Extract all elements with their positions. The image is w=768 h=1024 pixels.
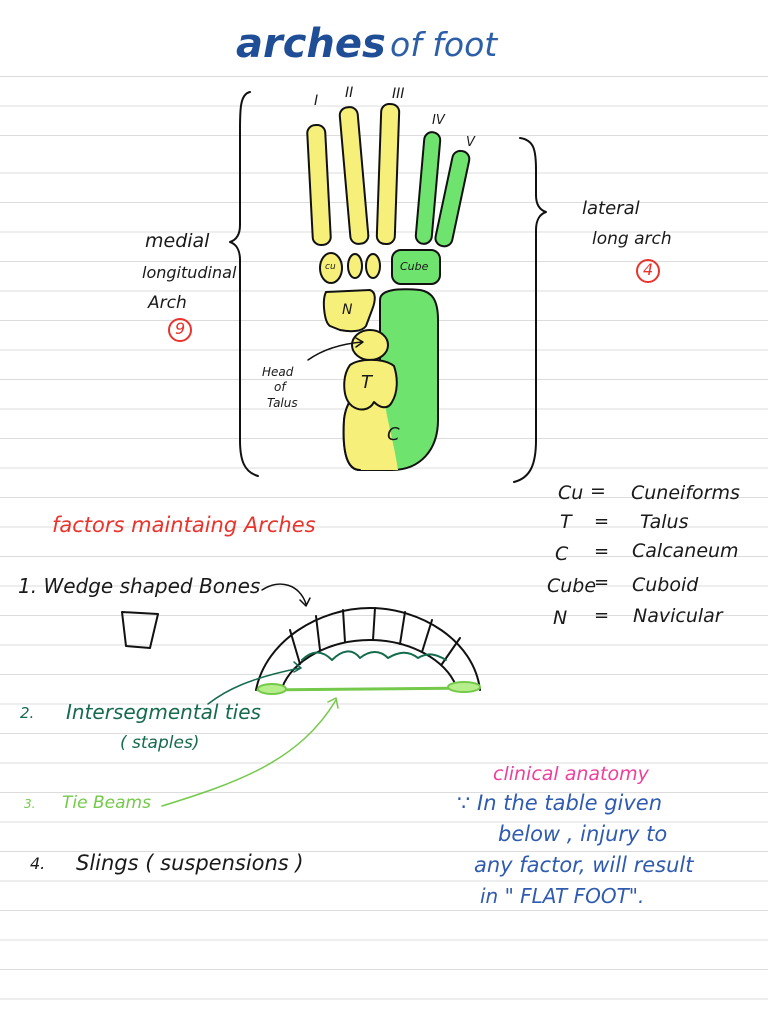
head-label-line1: Head	[262, 365, 294, 379]
factor-4-number: 4.	[30, 854, 46, 873]
navicular	[322, 289, 376, 333]
metatarsal-3	[375, 103, 401, 245]
factor-2: Intersegmental ties	[66, 700, 261, 724]
toe-label-2: II	[345, 85, 354, 101]
factor-2-sub: ( staples)	[120, 733, 200, 753]
foot-arch-outer	[255, 607, 481, 691]
legend-eq: =	[594, 541, 610, 562]
legend-full: Cuboid	[632, 574, 699, 596]
legend-abbr: Cu	[558, 482, 584, 504]
toe-label-1: I	[314, 93, 319, 109]
medial-count: 9	[175, 319, 186, 338]
legend-abbr: N	[553, 607, 568, 629]
bone-label-t: T	[361, 372, 372, 393]
medial-brace	[229, 91, 259, 477]
staples	[301, 650, 447, 661]
lateral-label-line2: long arch	[592, 229, 672, 249]
metatarsal-1	[306, 124, 332, 246]
bone-label-c: C	[387, 424, 400, 445]
toe-label-3: III	[392, 86, 405, 102]
tie-beam	[256, 686, 480, 692]
cuneiform-intermediate	[347, 253, 363, 279]
legend-abbr: C	[555, 543, 569, 565]
factors-heading: factors maintaing Arches	[52, 513, 316, 537]
clinical-line-2: below , injury to	[498, 822, 668, 846]
page-subtitle: of foot	[390, 25, 498, 64]
clinical-line-3: any factor, will result	[474, 853, 694, 877]
legend-eq: =	[590, 480, 606, 502]
factor-3: Tie Beams	[62, 793, 151, 813]
clinical-line-1: ∵ In the table given	[457, 791, 663, 815]
cuneiform-medial	[319, 252, 343, 284]
cuneiform-lateral	[365, 253, 381, 279]
bone-label-cu: cu	[325, 262, 336, 272]
lateral-label-line1: lateral	[582, 198, 640, 219]
clinical-line-4: in " FLAT FOOT".	[480, 884, 645, 908]
legend-abbr: T	[560, 511, 572, 533]
legend-full: Talus	[640, 511, 689, 533]
metatarsal-2	[338, 106, 370, 245]
legend-eq: =	[594, 605, 610, 626]
talus-head	[351, 329, 389, 361]
legend-full: Navicular	[633, 605, 723, 627]
head-label-line3: Talus	[267, 396, 298, 410]
factor-4: Slings ( suspensions )	[76, 851, 304, 875]
legend-eq: =	[594, 511, 610, 532]
metatarsal-4	[414, 131, 442, 245]
bone-label-n: N	[342, 302, 353, 318]
medial-label-line3: Arch	[148, 293, 187, 313]
medial-label-line2: longitudinal	[142, 263, 237, 282]
bone-label-cube: Cube	[400, 260, 429, 273]
head-label-line2: of	[274, 380, 286, 394]
legend-eq: =	[594, 572, 610, 593]
cuboid	[391, 249, 441, 285]
talus	[343, 358, 398, 411]
medial-label-line1: medial	[145, 230, 210, 252]
lateral-brace	[513, 137, 547, 483]
factor-2-number: 2.	[20, 704, 35, 722]
factor-1: 1. Wedge shaped Bones	[18, 574, 261, 598]
wedge-bone-shape	[121, 611, 159, 649]
foot-arch-inner	[281, 639, 457, 689]
metatarsal-5	[434, 149, 471, 248]
legend-abbr: Cube	[547, 575, 597, 597]
clinical-heading: clinical anatomy	[493, 763, 649, 785]
lateral-count: 4	[643, 260, 654, 279]
factor-3-number: 3.	[24, 797, 36, 811]
page-title: arches	[236, 21, 386, 67]
legend-full: Cuneiforms	[631, 482, 740, 504]
legend-full: Calcaneum	[632, 540, 739, 562]
toe-label-4: IV	[432, 113, 445, 128]
toe-label-5: V	[466, 135, 475, 150]
